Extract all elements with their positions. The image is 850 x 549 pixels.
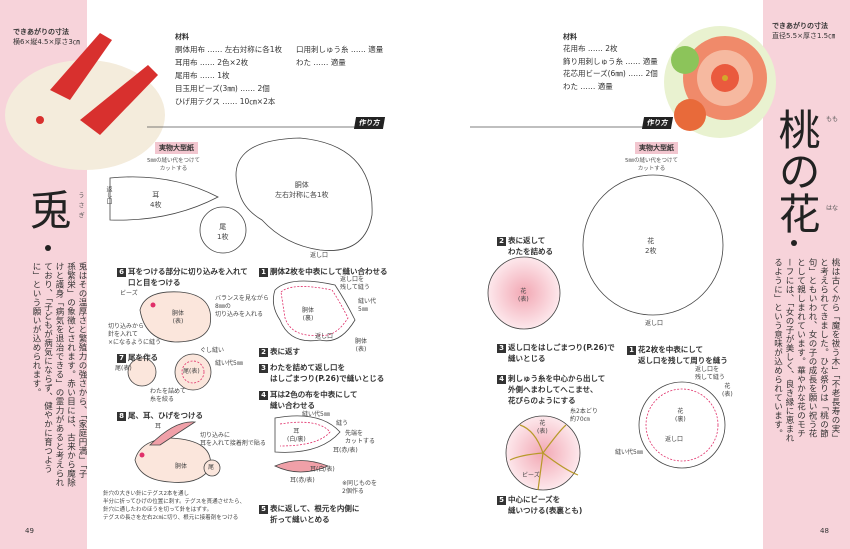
size-value: 直径5.5×厚さ1.5㎝ (772, 32, 836, 40)
body-opening-label: 返し口 (310, 252, 329, 259)
right-sidebar (763, 0, 850, 549)
material-item: わた …… 適量 (296, 58, 346, 67)
ear-opening-label: 返し口 (105, 186, 112, 204)
label: 縫い代5㎜ (302, 411, 330, 418)
label: 切り込みから針を入れて×になるように縫う (108, 323, 162, 346)
momo-title: 桃の花 (772, 108, 821, 234)
label: 糸2本どり約70㎝ (570, 408, 598, 423)
flower-pattern (582, 174, 724, 316)
rabbit-description: 兎はその温厚さと繁殖力の強さから、「家庭円満」「子孫繁栄」の象徴とされます。赤い… (31, 262, 87, 487)
label: ビーズ (120, 290, 138, 297)
body-pattern (235, 137, 373, 251)
label: 花(表) (537, 420, 548, 435)
label: 花(表) (518, 288, 529, 303)
materials-list-2: 口用刺しゅう糸 …… 適量 わた …… 適量 (296, 43, 383, 69)
momo-title-ruby: ももはな (826, 116, 839, 212)
momo-description: 桃は古くから「魔を祓う木」「不老長寿の実」と考えられてきました。ひな祭りは「桃の… (772, 258, 841, 443)
label: 返し口 (665, 436, 684, 443)
label: わたを詰めて糸を絞る (150, 388, 187, 403)
pattern-note: 5㎜の縫い代をつけてカットする (147, 158, 200, 172)
material-item: 尾用布 …… 1枚 (175, 71, 230, 80)
label: 縫い代5㎜ (215, 360, 243, 367)
material-item: ひげ用テグス …… 10㎝×2本 (175, 97, 276, 106)
momo-flower-photo (664, 26, 776, 138)
page-number-right: 48 (820, 527, 829, 535)
material-item: 花芯用ビーズ(6㎜) …… 2個 (563, 69, 658, 78)
rabbit-title-ruby: うさぎ (77, 192, 84, 222)
size-label: できあがりの寸法 (772, 22, 828, 30)
material-item: わた …… 適量 (563, 81, 613, 91)
page-number-left: 49 (25, 527, 34, 535)
materials-heading: 材料 (563, 33, 577, 41)
pattern-note: 5㎜の縫い代をつけてカットする (625, 158, 678, 172)
material-item: 目玉用ビーズ(3㎜) …… 2個 (175, 84, 270, 93)
label: 尾(表) (183, 368, 200, 375)
label: 胴体 (175, 463, 188, 470)
label: 耳(白/表) (310, 466, 335, 473)
body-pattern-label: 胴体左右対称に各1枚 (275, 181, 329, 199)
pattern-label: 実物大型紙 (155, 142, 198, 154)
rabbit-title: 兎 (23, 188, 72, 230)
label: 耳(赤/表) (290, 477, 315, 484)
material-item: 花用布 …… 2枚 (563, 44, 618, 53)
label: 返し口を残して縫う (340, 276, 370, 291)
size-label: できあがりの寸法 (13, 28, 69, 36)
label: 尾(表) (115, 365, 132, 372)
flower-opening-label: 返し口 (645, 320, 664, 327)
label: 胴体(裏) (302, 307, 315, 322)
tail-pattern (199, 206, 247, 254)
label: 耳(赤/表) (333, 447, 358, 454)
label: 尾 (208, 464, 215, 471)
howto-tag: 作り方 (641, 117, 674, 129)
material-item: 口用刺しゅう糸 …… 適量 (296, 45, 384, 54)
label: 花(裏) (675, 408, 686, 423)
label: ぐし縫い (200, 347, 225, 354)
howto-tag: 作り方 (353, 117, 386, 129)
label: ビーズ (522, 472, 540, 479)
label: 返し口を残して縫う (695, 366, 725, 381)
material-item: 耳用布 …… 2色×2枚 (175, 58, 249, 67)
label: 胴体(表) (172, 310, 185, 325)
material-item: 飾り用刺しゅう糸 …… 適量 (563, 56, 658, 66)
label: 切り込みに耳を入れて接着剤で貼る (200, 432, 266, 447)
label: 花(表) (722, 383, 733, 398)
materials-list: 胴体用布 …… 左右対称に各1枚 耳用布 …… 2色×2枚 尾用布 …… 1枚 … (175, 43, 282, 108)
materials-heading: 材料 (175, 33, 189, 41)
material-item: 胴体用布 …… 左右対称に各1枚 (175, 45, 283, 54)
step-8-note: 針穴の大きい針にテグス2本を通し半分に折ってひげの位置に刺す。テグスを貫通させた… (103, 491, 246, 521)
label: 胴体(表) (355, 338, 368, 353)
label: 耳 (155, 423, 162, 430)
size-value: 横6×縦4.5×厚さ3㎝ (13, 38, 80, 46)
label: 耳(白/裏) (287, 428, 306, 443)
label: 先端をカットする (345, 430, 376, 445)
materials-list: 花用布 …… 2枚 飾り用刺しゅう糸 …… 適量 花芯用ビーズ(6㎜) …… 2… (563, 43, 658, 93)
label: 返し口 (315, 333, 334, 340)
rabbit-photo (5, 33, 165, 170)
label: 縫い代5㎜ (615, 449, 643, 456)
ear-pattern (109, 176, 219, 221)
label: 縫う (336, 420, 349, 427)
pattern-label: 実物大型紙 (635, 142, 678, 154)
